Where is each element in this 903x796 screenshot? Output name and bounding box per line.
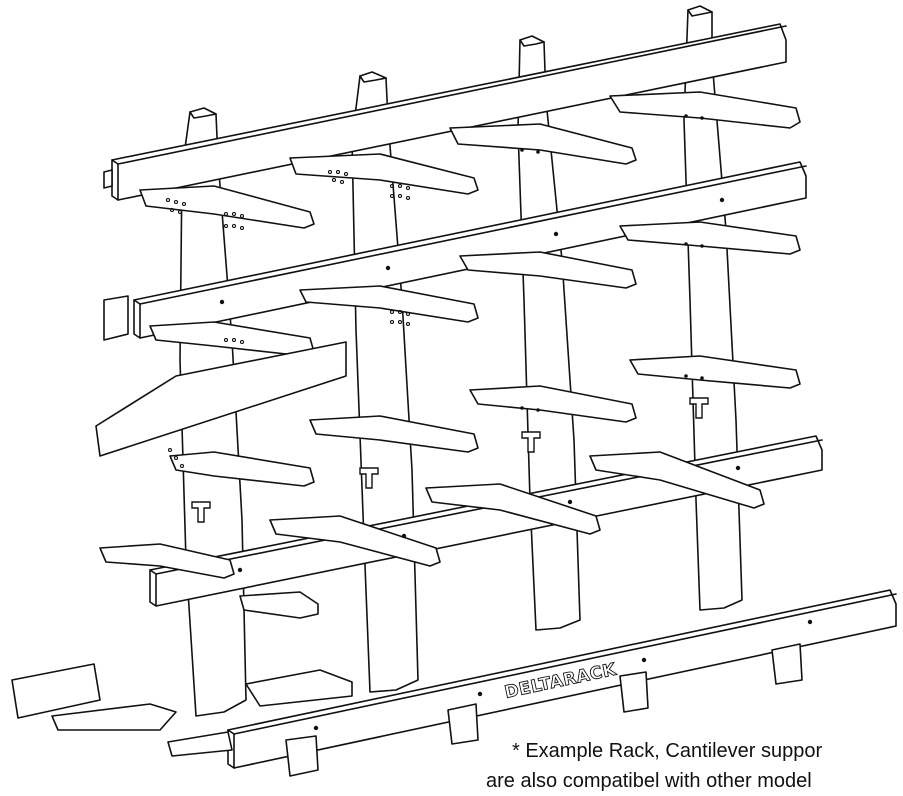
- badge-t-icon: [191, 501, 211, 523]
- top-rail: [103, 23, 787, 201]
- upright-rear-middle: [517, 35, 581, 631]
- bottom-rail: [227, 589, 897, 769]
- bolt-dots: [219, 114, 813, 731]
- badge-t-icon: [689, 397, 709, 419]
- arms-level-2: [103, 221, 801, 357]
- arms-level-3: [95, 341, 801, 487]
- badge-t-icon: [359, 467, 379, 489]
- caption-line-1: * Example Rack, Cantilever suppor: [512, 740, 823, 762]
- badge-t-icon: [521, 431, 541, 453]
- arms-level-1: [139, 91, 801, 229]
- upright-badges: [191, 397, 709, 523]
- arms-level-4: [99, 451, 765, 619]
- base-feet: [11, 643, 803, 777]
- caption: * Example Rack, Cantilever suppor are al…: [486, 736, 903, 796]
- bracket-holes: [165, 169, 411, 469]
- caption-line-2: are also compatibel with other model: [486, 770, 812, 792]
